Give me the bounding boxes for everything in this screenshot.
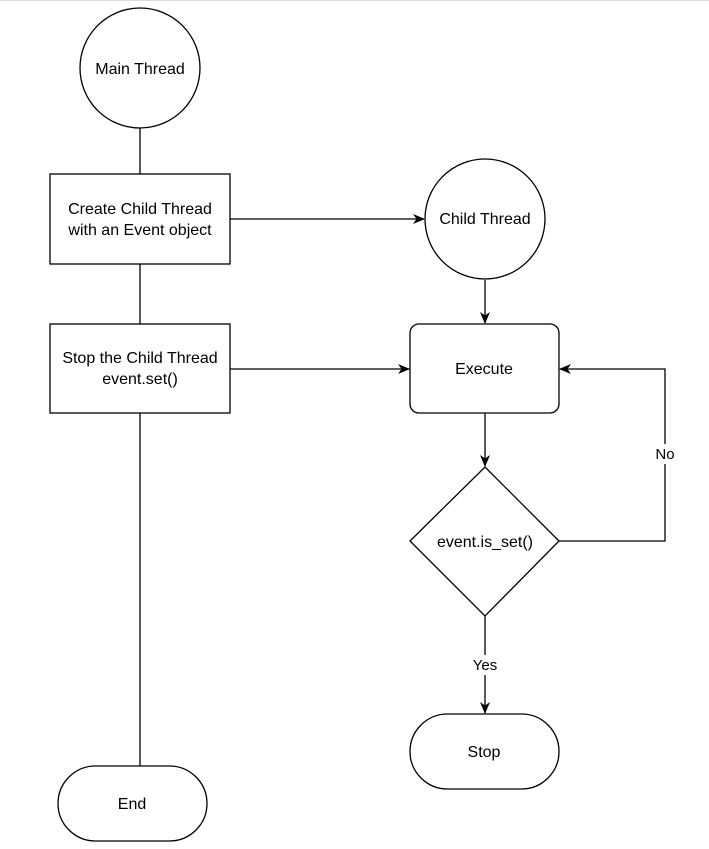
stop-terminal-shape [409, 713, 560, 790]
node-end: End [57, 765, 208, 842]
edge-decision-no-loop [559, 364, 666, 542]
node-create-child-thread: Create Child Thread with an Event object [49, 173, 231, 265]
no-label-background [652, 444, 678, 464]
stop-child-thread-label-line2: event.set() [102, 371, 178, 388]
main-thread-label: Main Thread [95, 61, 185, 78]
main-thread-circle [79, 7, 201, 129]
node-stop-child-thread: Stop the Child Thread event.set() [49, 323, 231, 414]
yes-label-background [470, 655, 500, 675]
edge-label-no: No [655, 446, 674, 463]
create-child-thread-box [49, 173, 231, 265]
decision-label: event.is_set() [437, 534, 533, 551]
end-label: End [118, 796, 146, 813]
node-main-thread: Main Thread [79, 7, 201, 129]
edge-label-yes: Yes [473, 657, 497, 674]
create-child-thread-label-line1: Create Child Thread [68, 201, 212, 218]
child-thread-circle [424, 158, 546, 280]
node-decision: event.is_set() [409, 466, 560, 617]
create-child-thread-label-line2: with an Event object [67, 222, 212, 239]
node-child-thread: Child Thread [424, 158, 546, 280]
execute-label: Execute [455, 361, 513, 378]
stop-child-thread-label-line1: Stop the Child Thread [62, 350, 217, 367]
decision-diamond [409, 466, 560, 617]
end-terminal-shape [57, 765, 208, 842]
stop-child-thread-box [49, 323, 231, 414]
child-thread-label: Child Thread [439, 211, 530, 228]
node-execute: Execute [409, 323, 560, 414]
stop-label: Stop [468, 744, 501, 761]
execute-box [409, 323, 560, 414]
node-stop: Stop [409, 713, 560, 790]
